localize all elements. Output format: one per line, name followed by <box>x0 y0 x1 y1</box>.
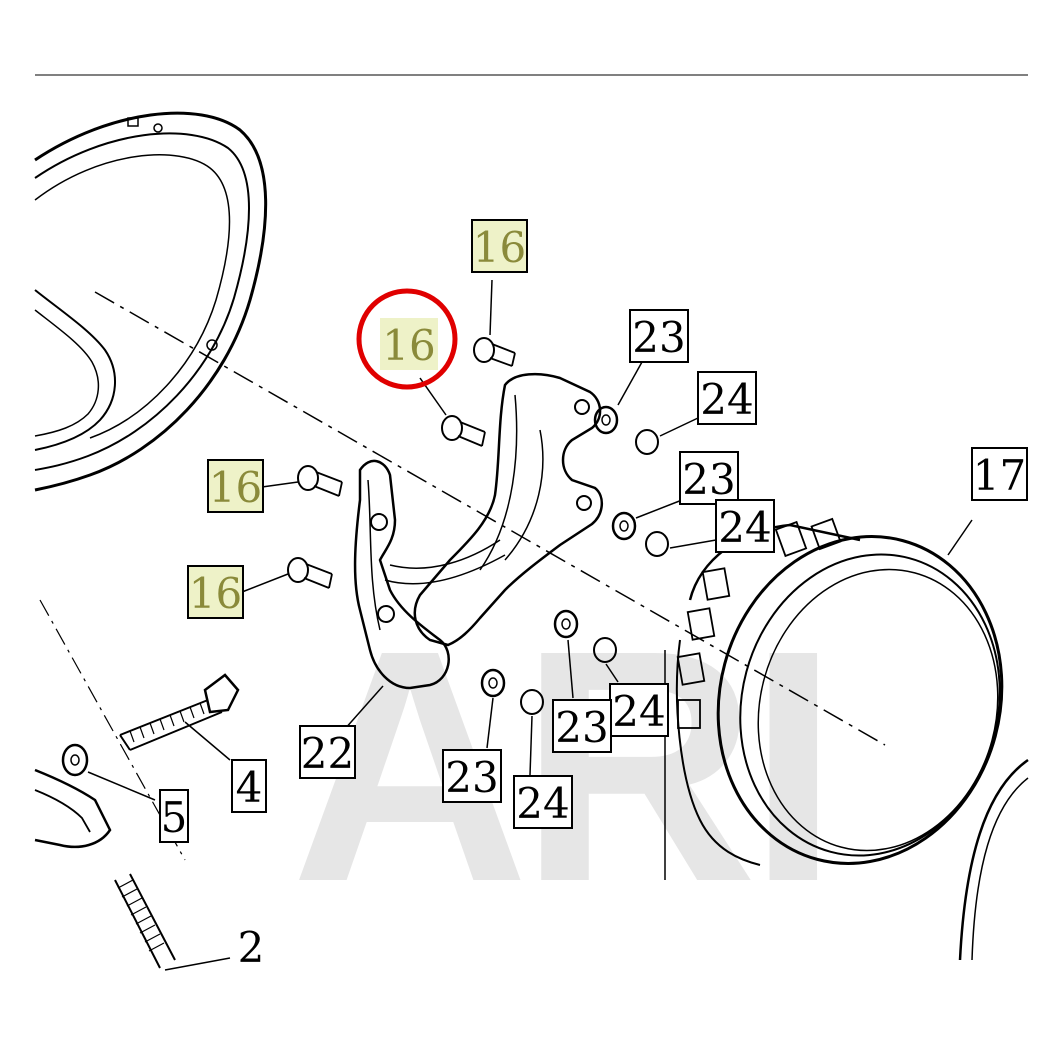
washer-5 <box>61 743 89 777</box>
centerline <box>94 291 886 746</box>
callout-c24c: 24 <box>609 683 669 737</box>
callout-c4: 4 <box>231 759 267 813</box>
callout-number: 5 <box>161 793 188 842</box>
callout-box <box>513 775 573 829</box>
callout-c23d: 23 <box>442 749 502 803</box>
washer-24-d <box>520 689 544 715</box>
grommet-23-d <box>480 668 506 698</box>
callout-number: 23 <box>445 753 498 802</box>
mounting-bracket <box>413 372 603 647</box>
lower-bracket <box>353 459 506 690</box>
grommet-23-b <box>611 511 637 541</box>
callout-box <box>207 459 264 513</box>
callout-number: 24 <box>700 375 753 424</box>
washer-24-a <box>635 429 659 455</box>
callout-number: 23 <box>632 313 685 362</box>
callout-c16c: 16 <box>207 459 264 513</box>
highlight-circle <box>356 288 458 390</box>
callout-number: 16 <box>209 463 262 512</box>
callout-c23a: 23 <box>629 309 689 363</box>
callout-number: 16 <box>382 321 435 370</box>
callout-c24b: 24 <box>715 499 775 553</box>
bolt-16-left-upper <box>297 465 343 497</box>
callout-box <box>299 725 356 779</box>
callout-number: 17 <box>973 451 1026 500</box>
grommet-23-c <box>553 609 579 639</box>
callout-number: 24 <box>516 779 569 828</box>
fork-bracket <box>34 768 112 849</box>
bolt-16-left-lower <box>287 557 333 589</box>
callout-number: 16 <box>473 223 526 272</box>
callout-box <box>679 451 739 505</box>
callout-c2: 2 <box>238 923 265 972</box>
bolt-16-top <box>473 337 516 367</box>
callout-number: 22 <box>301 729 354 778</box>
callout-box <box>187 565 244 619</box>
callout-c16d: 16 <box>187 565 244 619</box>
bolt-16-mid <box>441 415 486 447</box>
callout-number: 24 <box>718 503 771 552</box>
outer-ring-fragment <box>958 758 1029 961</box>
callout-box <box>159 789 189 843</box>
callout-box <box>971 447 1028 501</box>
callout-box <box>442 749 502 803</box>
callout-box <box>380 318 438 370</box>
callout-box <box>471 219 528 273</box>
bolt-4 <box>119 673 240 751</box>
callout-number: 16 <box>189 569 242 618</box>
callout-box <box>715 499 775 553</box>
washer-24-b <box>645 531 669 557</box>
callout-c17: 17 <box>971 447 1028 501</box>
headlamp-shell <box>34 111 268 492</box>
callout-box <box>629 309 689 363</box>
callout-c22: 22 <box>299 725 356 779</box>
callout-box <box>697 371 757 425</box>
callout-number: 24 <box>612 687 665 736</box>
callout-c23b: 23 <box>679 451 739 505</box>
callout-number: 23 <box>682 455 735 504</box>
grommet-23-a <box>593 405 619 435</box>
callout-box <box>552 699 612 753</box>
callout-c16a: 16 <box>471 219 528 273</box>
callout-number: 23 <box>555 703 608 752</box>
washer-24-c <box>593 637 617 663</box>
stud-2 <box>114 873 176 969</box>
callout-c23c: 23 <box>552 699 612 753</box>
callout-c24d: 24 <box>513 775 573 829</box>
callout-number: 4 <box>236 763 263 812</box>
leader-lines <box>87 279 973 971</box>
callout-c5: 5 <box>159 789 189 843</box>
callout-number: 2 <box>238 923 265 972</box>
callout-c24a: 24 <box>697 371 757 425</box>
callout-c16b: 16 <box>380 318 438 370</box>
callout-box <box>231 759 267 813</box>
